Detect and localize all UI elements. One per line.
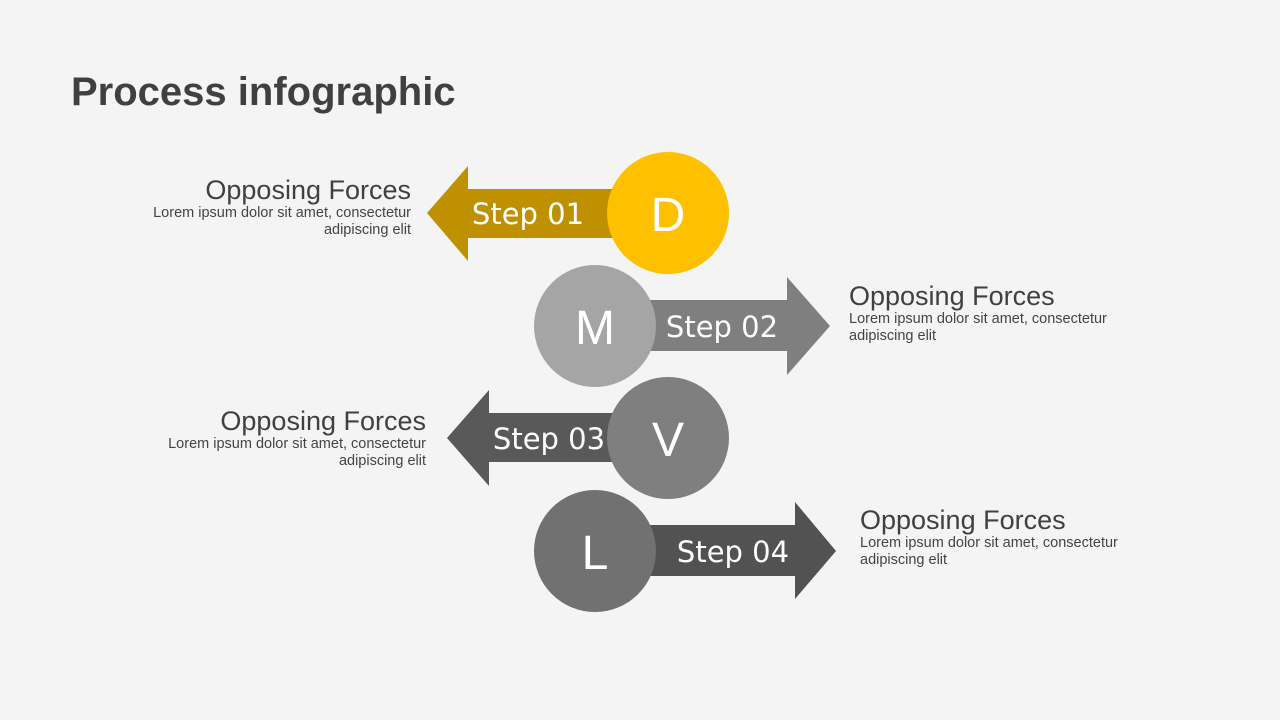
step-02-circle bbox=[534, 265, 656, 387]
step-01-arrow bbox=[427, 166, 625, 261]
step-04-body-line2: adipiscing elit bbox=[860, 552, 948, 568]
step-02-body-line1: Lorem ipsum dolor sit amet, consectetur bbox=[849, 311, 1107, 327]
step-04-label: Step 04 bbox=[677, 535, 789, 569]
step-01-body-line2: adipiscing elit bbox=[323, 222, 411, 238]
step-01-label: Step 01 bbox=[472, 197, 584, 231]
step-03-circle bbox=[607, 377, 729, 499]
step-03-heading: Opposing Forces bbox=[220, 406, 426, 436]
step-02-description: Opposing Forces Lorem ipsum dolor sit am… bbox=[849, 281, 1107, 345]
step-02-body-line2: adipiscing elit bbox=[849, 328, 937, 344]
step-02-heading: Opposing Forces bbox=[849, 281, 1055, 311]
step-04-heading: Opposing Forces bbox=[860, 505, 1066, 535]
step-03-arrow bbox=[447, 390, 625, 486]
page-title: Process infographic bbox=[71, 70, 456, 114]
step-01-description: Opposing Forces Lorem ipsum dolor sit am… bbox=[153, 175, 411, 239]
step-01-heading: Opposing Forces bbox=[205, 175, 411, 205]
step-04-arrow bbox=[640, 502, 836, 599]
step-03-letter: V bbox=[652, 414, 684, 467]
step-01-body-line1: Lorem ipsum dolor sit amet, consectetur bbox=[153, 205, 411, 221]
step-01-circle bbox=[607, 152, 729, 274]
step-03-description: Opposing Forces Lorem ipsum dolor sit am… bbox=[168, 406, 426, 470]
step-04-letter: L bbox=[582, 527, 609, 580]
step-04-description: Opposing Forces Lorem ipsum dolor sit am… bbox=[860, 505, 1118, 569]
step-04-body-line1: Lorem ipsum dolor sit amet, consectetur bbox=[860, 535, 1118, 551]
step-03-body-line1: Lorem ipsum dolor sit amet, consectetur bbox=[168, 436, 426, 452]
step-02-label: Step 02 bbox=[666, 310, 778, 344]
step-03-label: Step 03 bbox=[493, 422, 605, 456]
step-01-letter: D bbox=[651, 189, 686, 242]
step-02-arrow bbox=[640, 277, 830, 375]
step-04-circle bbox=[534, 490, 656, 612]
step-03-body-line2: adipiscing elit bbox=[338, 453, 426, 469]
step-02-letter: M bbox=[575, 302, 615, 355]
